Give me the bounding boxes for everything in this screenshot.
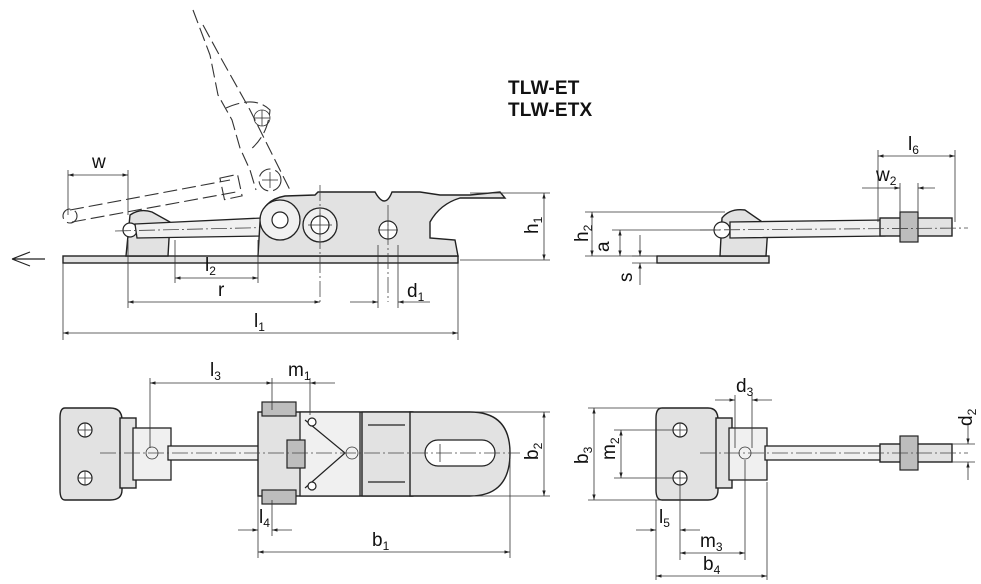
dim-r: r — [218, 280, 225, 301]
dimensions-hook-top-view: d3 d2 b3 m2 l5 m3 b4 — [572, 376, 979, 580]
dim-h1: h1 — [522, 216, 545, 234]
dim-b1: b1 — [372, 530, 390, 553]
hook-plate-top-right — [655, 407, 719, 501]
top-view-main — [59, 401, 520, 505]
dim-l6: l6 — [908, 134, 919, 157]
dimensions-top-view: l3 m1 b2 l4 b1 — [149, 360, 550, 558]
pull-direction-arrow — [11, 251, 45, 267]
hook-plate-top — [59, 407, 123, 501]
title-tlw-et: TLW-ET — [508, 78, 580, 99]
adjust-nut — [899, 211, 919, 243]
dim-w: w — [91, 152, 106, 173]
top-view-hook — [655, 407, 968, 501]
dim-s: s — [616, 273, 637, 283]
dim-m1: m1 — [288, 360, 311, 383]
dim-b3: b3 — [572, 446, 595, 464]
dim-d3: d3 — [736, 376, 754, 399]
open-rod-outline — [69, 179, 237, 223]
dim-l4: l4 — [259, 507, 270, 530]
dimensions-side-view: w h1 l2 r d1 l1 — [62, 152, 550, 340]
dim-b4: b4 — [703, 554, 721, 577]
side-view-hook — [656, 208, 969, 264]
dim-h2: h2 — [572, 224, 595, 242]
side-view-main — [11, 9, 507, 305]
dim-a: a — [593, 241, 614, 252]
dim-l2: l2 — [205, 255, 216, 278]
base-plate — [62, 255, 459, 264]
title-tlw-etx: TLW-ETX — [508, 100, 593, 121]
dim-m3: m3 — [700, 531, 723, 554]
dim-l1: l1 — [254, 311, 265, 334]
dim-d2: d2 — [956, 408, 979, 426]
dimensions-hook-view: l6 w2 h2 a s — [572, 134, 956, 285]
nut-top — [286, 439, 306, 469]
dim-b2: b2 — [522, 442, 545, 460]
hook-base-plate — [656, 255, 770, 264]
dim-m2: m2 — [599, 437, 622, 460]
dim-w2: w2 — [875, 165, 897, 188]
dim-l3: l3 — [210, 360, 221, 383]
open-handle-outline — [192, 9, 291, 191]
dim-l5: l5 — [659, 507, 670, 530]
dim-d1: d1 — [407, 281, 425, 304]
